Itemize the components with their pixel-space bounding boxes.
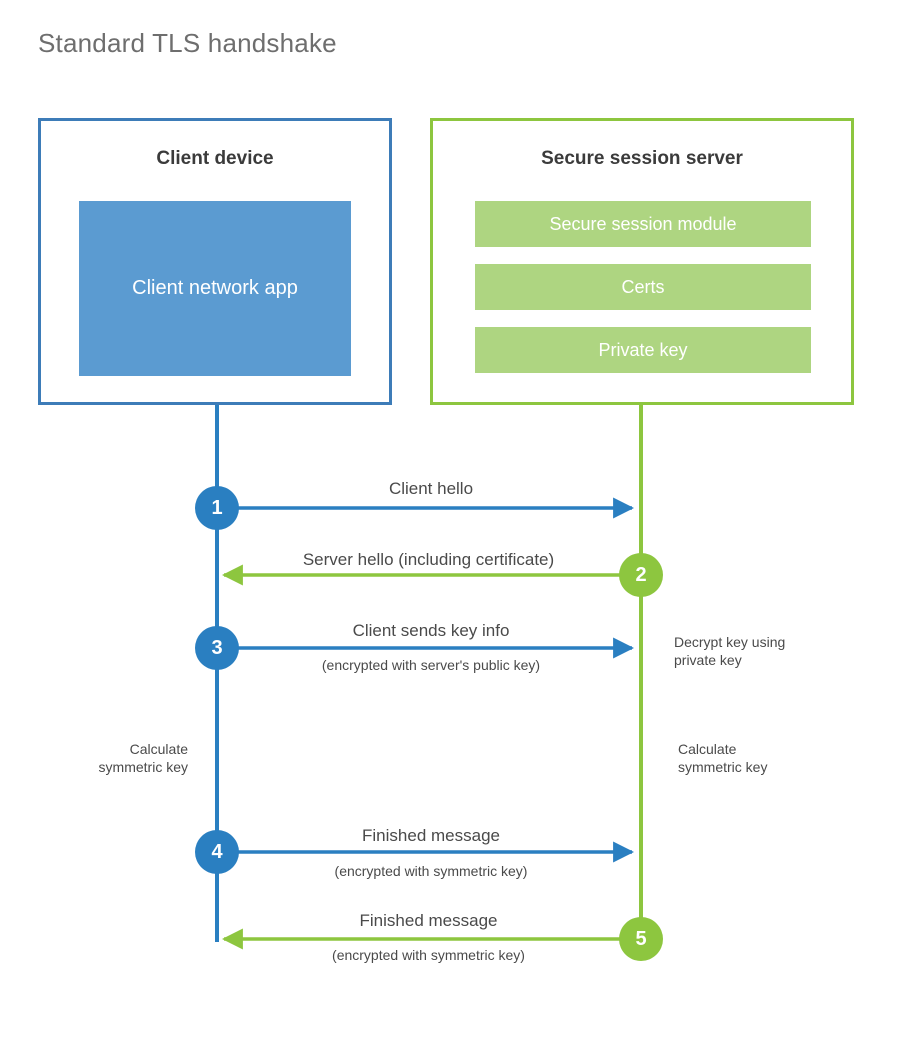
message-sublabel-4: (encrypted with symmetric key) (334, 863, 528, 879)
message-label-1: Client hello (388, 479, 474, 498)
annotation-server-calculate-line2: symmetric key (678, 759, 768, 776)
client-network-app-block: Client network app (79, 201, 351, 376)
message-sublabel-3: (encrypted with server's public key) (321, 657, 541, 673)
client-device-box: Client device Client network app (38, 118, 392, 405)
client-device-title: Client device (156, 148, 274, 169)
annotation-client-calculate: Calculate symmetric key (40, 740, 188, 777)
message-label-3: Client sends key info (352, 621, 510, 640)
step-circle-5[interactable]: 5 (619, 917, 663, 961)
annotation-server-calculate-line1: Calculate (678, 741, 737, 757)
server-lifeline (639, 405, 643, 941)
message-label-5: Finished message (359, 911, 498, 930)
step-circle-3[interactable]: 3 (195, 626, 239, 670)
annotation-server-decrypt: Decrypt key using private key (674, 633, 864, 670)
annotation-server-decrypt-line1: Decrypt key using (674, 634, 786, 650)
annotation-client-calculate-line2: symmetric key (98, 759, 188, 776)
secure-session-server-title: Secure session server (541, 148, 743, 169)
step-circle-2[interactable]: 2 (619, 553, 663, 597)
step-circle-1[interactable]: 1 (195, 486, 239, 530)
step-circle-4[interactable]: 4 (195, 830, 239, 874)
secure-session-server-box: Secure session server Secure session mod… (430, 118, 854, 405)
annotation-client-calculate-line1: Calculate (129, 741, 188, 757)
message-label-4: Finished message (362, 826, 500, 845)
secure-session-module-block: Secure session module (475, 201, 811, 247)
private-key-block: Private key (475, 327, 811, 373)
annotation-server-calculate: Calculate symmetric key (678, 740, 848, 777)
client-lifeline (215, 405, 219, 942)
page-title: Standard TLS handshake (38, 28, 337, 58)
message-label-2: Server hello (including certificate) (302, 550, 555, 569)
certs-block: Certs (475, 264, 811, 310)
annotation-server-decrypt-line2: private key (674, 652, 742, 669)
message-sublabel-5: (encrypted with symmetric key) (332, 947, 525, 963)
